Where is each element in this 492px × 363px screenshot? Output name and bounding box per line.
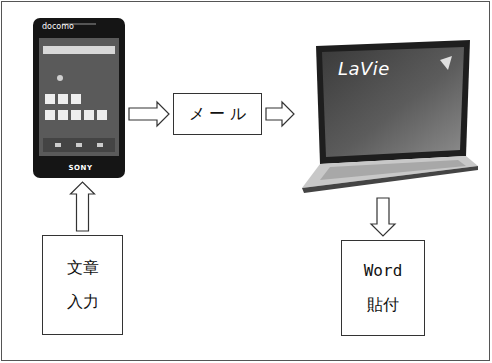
phone-icon — [58, 94, 68, 104]
phone-search-bar — [43, 46, 115, 54]
block-arrow — [266, 102, 294, 126]
process-box: メール — [173, 93, 262, 135]
laptop-illustration — [302, 40, 478, 193]
node-text: 文章 入力 — [67, 251, 99, 319]
node-text: SONY — [69, 163, 93, 173]
smartphone-illustration — [33, 18, 125, 178]
phone-icon — [84, 110, 94, 120]
block-arrow — [71, 182, 95, 231]
phone-icon — [45, 110, 55, 120]
laptop-display — [322, 47, 464, 157]
phone-nav-key — [76, 143, 82, 147]
phone-nav-bar — [43, 138, 115, 152]
node-text: Word 貼付 — [364, 254, 403, 322]
phone-icon — [58, 110, 68, 120]
phone-screen — [39, 38, 119, 156]
phone-icon — [57, 75, 63, 81]
node-text: docomo — [42, 22, 119, 32]
phone-nav-key — [97, 143, 103, 147]
process-box: 文章 入力 — [42, 235, 123, 335]
laptop-lid — [316, 40, 470, 164]
laptop-node: LaVie — [298, 38, 478, 194]
block-arrow — [371, 198, 395, 236]
laptop-edge — [302, 166, 478, 193]
phone-body — [33, 18, 125, 178]
smartphone-node: docomoSONY — [33, 18, 125, 178]
phone-icon — [97, 110, 107, 120]
phone-nav-key — [55, 143, 61, 147]
phone-icon — [71, 94, 81, 104]
node-text: メール — [184, 104, 251, 125]
laptop-logo-mark — [440, 56, 452, 70]
phone-icon — [45, 94, 55, 104]
node-text: LaVie — [338, 58, 390, 79]
process-box: Word 貼付 — [341, 240, 425, 336]
phone-icon — [71, 110, 81, 120]
block-arrow — [129, 102, 169, 126]
